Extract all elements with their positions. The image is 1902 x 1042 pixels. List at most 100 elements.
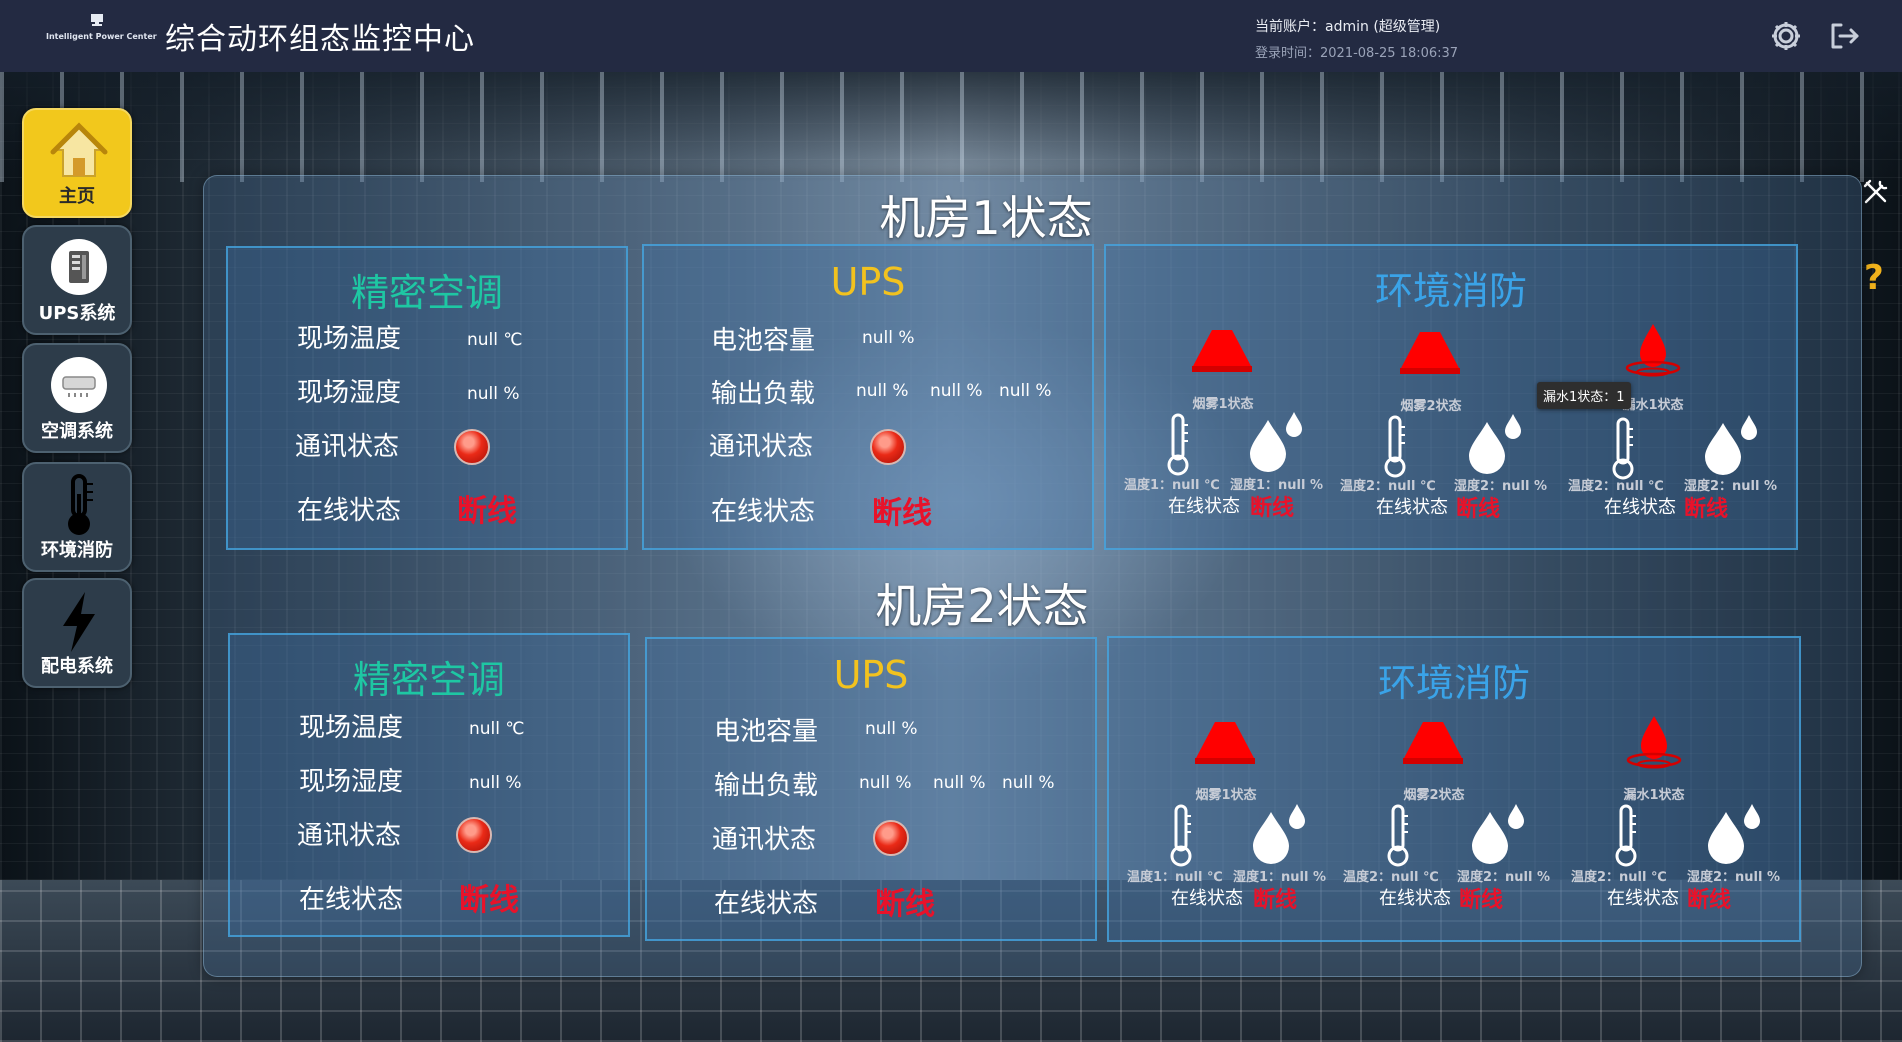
online-status-label: 在线状态 [299,885,404,915]
sidebar-item-power-distribution[interactable]: 配电系统 [22,578,132,688]
online-status-value: 断线 [1684,497,1729,522]
room-1-ac-card: 精密空调 现场温度 null ℃ 现场湿度 null % 通讯状态 在线状态 断… [226,246,628,550]
output-load-value: null % [999,381,1052,401]
ups-card-title: UPS [830,260,906,304]
sidebar-item-label: 环境消防 [41,540,113,561]
humidity-2-value: 湿度2：null % [1687,870,1781,885]
tools-icon[interactable] [1862,178,1890,206]
humidity-1-value: 湿度1：null % [1230,478,1324,493]
settings-gear-icon[interactable] [1768,18,1804,54]
thermometer-icon [68,474,93,535]
smoke-1-status-label: 烟雾1状态 [1192,397,1254,412]
comm-status-indicator [456,817,492,853]
smoke-detector-icon [1403,722,1463,764]
online-status-value: 断线 [875,887,935,922]
comm-status-indicator [454,429,490,465]
output-load-value: null % [930,381,983,401]
current-account: 当前账户：admin (超级管理) [1255,19,1441,35]
online-status-label: 在线状态 [1376,497,1448,518]
comm-status-label: 通讯状态 [295,432,400,462]
humidity-2-value: 湿度2：null % [1454,479,1548,494]
logo: Intelligent Power Center [46,14,157,58]
humidity-drop-icon [1705,415,1757,475]
online-status-value: 断线 [1250,496,1295,521]
temperature-1-value: 温度1：null ℃ [1127,870,1223,885]
site-humidity-label: 现场湿度 [299,767,404,797]
humidity-1-value: 湿度1：null % [1233,870,1327,885]
site-temperature-value: null ℃ [469,719,525,739]
humidity-drop-icon [1253,804,1305,864]
water-leak-tooltip: 漏水1状态：1 [1537,382,1631,409]
air-conditioner-icon [51,357,107,413]
online-status-label: 在线状态 [1604,497,1676,518]
room-2-ups-card: UPS 电池容量 null % 输出负载 null % null % null … [645,637,1097,941]
site-humidity-label: 现场湿度 [297,378,402,408]
logo-monitor-icon [91,14,103,26]
help-icon[interactable]: ? [1864,258,1884,298]
site-humidity-value: null % [469,773,522,793]
output-load-value: null % [856,381,909,401]
output-load-value: null % [1002,773,1055,793]
app-title: 综合动环组态监控中心 [165,22,475,57]
online-status-label: 在线状态 [1379,888,1451,909]
logo-text: Intelligent Power Center [46,32,157,41]
sidebar-item-home[interactable]: 主页 [22,108,132,218]
online-status-label: 在线状态 [711,497,816,527]
ups-icon [51,239,107,295]
comm-status-label: 通讯状态 [709,432,814,462]
humidity-drop-icon [1250,412,1302,472]
logout-icon[interactable] [1826,18,1862,54]
login-time: 登录时间：2021-08-25 18:06:37 [1255,46,1459,61]
sidebar-item-label: 主页 [59,186,95,207]
online-status-label: 在线状态 [1168,496,1240,517]
humidity-2-value: 湿度2：null % [1457,870,1551,885]
site-temperature-label: 现场温度 [299,713,404,743]
room-1-env-card: 环境消防 烟雾1状态 烟雾2状态 漏水1状态 温度1：null ℃ 湿度1：nu… [1104,244,1798,550]
site-temperature-value: null ℃ [467,330,523,350]
output-load-label: 输出负载 [711,379,816,409]
thermometer-icon [1384,415,1406,478]
output-load-value: null % [933,773,986,793]
background-ceiling [0,72,1902,182]
room-2-title: 机房2状态 [875,579,1089,633]
online-status-label: 在线状态 [1171,888,1243,909]
temperature-2-value: 温度2：null ℃ [1571,870,1667,885]
thermometer-icon [1615,804,1637,867]
battery-capacity-value: null % [862,328,915,348]
temperature-2-value: 温度2：null ℃ [1343,870,1439,885]
humidity-drop-icon [1469,414,1521,474]
online-status-label: 在线状态 [714,889,819,919]
sidebar-item-environment[interactable]: 环境消防 [22,462,132,572]
room-1-title: 机房1状态 [879,191,1093,245]
sidebar-item-label: UPS系统 [38,303,116,324]
lightning-icon [63,592,95,652]
sidebar-item-label: 空调系统 [41,421,113,442]
temperature-2-value: 温度2：null ℃ [1568,479,1664,494]
smoke-2-status-label: 烟雾2状态 [1400,399,1462,414]
comm-status-label: 通讯状态 [712,825,817,855]
home-icon [50,122,108,177]
online-status-value: 断线 [1687,888,1732,913]
battery-capacity-label: 电池容量 [711,326,816,356]
sidebar-item-air-conditioning[interactable]: 空调系统 [22,343,132,453]
ac-card-title: 精密空调 [352,658,505,702]
online-status-label: 在线状态 [1607,888,1679,909]
temperature-2-value: 温度2：null ℃ [1340,479,1436,494]
env-card-title: 环境消防 [1377,661,1530,705]
online-status-value: 断线 [1253,888,1298,913]
battery-capacity-value: null % [865,719,918,739]
room-1-ups-card: UPS 电池容量 null % 输出负载 null % null % null … [642,244,1094,550]
water-leak-icon [1626,716,1682,769]
smoke-detector-icon [1400,332,1460,374]
env-card-title: 环境消防 [1374,269,1527,313]
thermometer-icon [1387,804,1409,867]
ups-card-title: UPS [833,653,909,697]
output-load-label: 输出负载 [714,771,819,801]
temperature-1-value: 温度1：null ℃ [1124,478,1220,493]
top-header: Intelligent Power Center 综合动环组态监控中心 当前账户… [0,0,1902,72]
sidebar-item-ups[interactable]: UPS系统 [22,225,132,335]
online-status-value: 断线 [457,494,517,529]
background-floor [0,880,1902,1042]
online-status-value: 断线 [459,883,519,918]
smoke-detector-icon [1195,722,1255,764]
